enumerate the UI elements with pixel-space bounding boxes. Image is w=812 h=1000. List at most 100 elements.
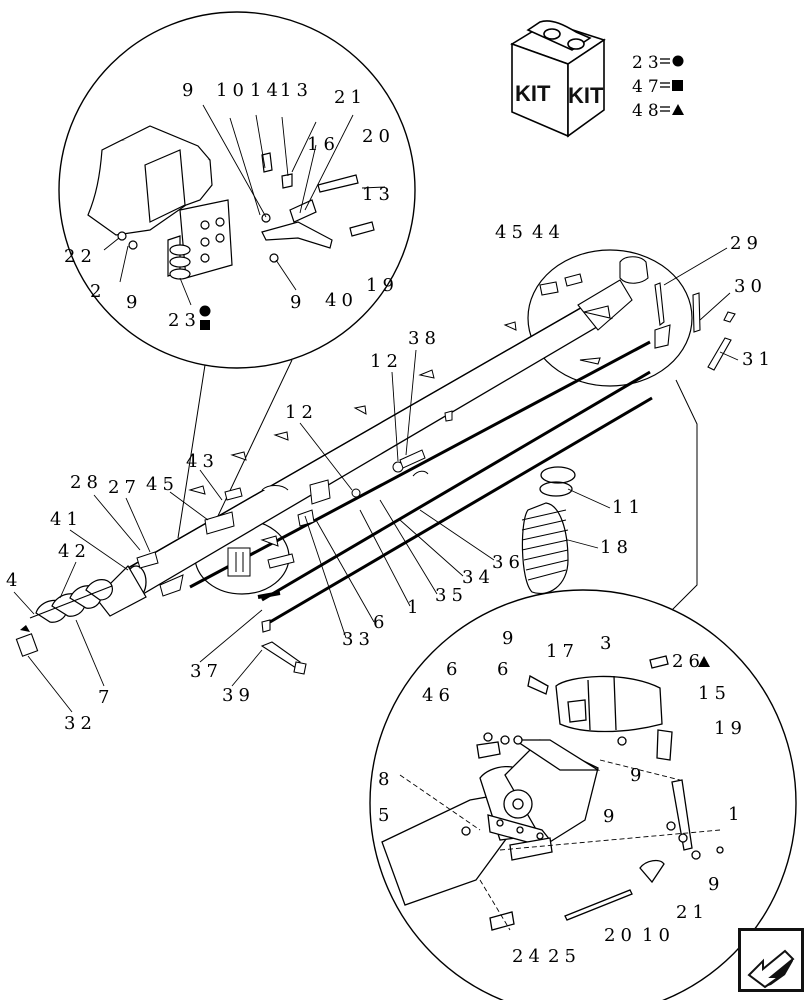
main-leaders	[13, 247, 739, 713]
callout-br-24: 24	[512, 946, 545, 967]
callout-tl-20: 20	[362, 126, 395, 147]
square-symbol	[200, 320, 210, 330]
arrow-icon	[747, 949, 795, 989]
callout-m-41: 41	[50, 509, 83, 530]
auger-end-pin	[15, 625, 39, 657]
callout-m-33: 33	[342, 629, 375, 650]
rod-end-parts	[654, 282, 736, 371]
circle-symbol	[199, 305, 211, 317]
bracket-leaders	[103, 104, 386, 306]
callout-tl-2: 2	[90, 281, 106, 302]
kit-label-left: KIT	[515, 81, 551, 106]
callout-m-1: 1	[407, 597, 423, 618]
callout-br-5: 5	[378, 805, 394, 826]
callout-m-12b: 12	[285, 402, 318, 423]
kit-label-right: KIT	[568, 83, 604, 108]
callout-br-20: 20	[604, 925, 637, 946]
callout-br-15: 15	[698, 683, 731, 704]
callout-m-37: 37	[190, 661, 223, 682]
auger-flighting	[29, 579, 113, 623]
callout-tl-9b: 9	[126, 292, 142, 313]
callout-tl-10: 10	[216, 80, 249, 101]
callout-br-8: 8	[378, 769, 394, 790]
callout-tl-13b: 13	[362, 184, 395, 205]
legend-number-3: 48	[632, 101, 664, 121]
callout-tl-14: 14	[250, 80, 283, 101]
top-left-detail-circle	[58, 11, 416, 369]
callout-tl-40: 40	[325, 290, 358, 311]
bottom-right-leader	[671, 379, 698, 611]
legend-number-2: 47	[632, 77, 664, 97]
callout-m-29: 29	[730, 233, 763, 254]
hose-part	[521, 466, 576, 594]
callout-m-39: 39	[222, 685, 255, 706]
switch-assembly-small	[227, 535, 295, 577]
callout-m-18: 18	[600, 537, 633, 558]
callout-tl-23: 23	[168, 310, 201, 331]
callout-br-26: 26	[672, 651, 705, 672]
kit-box	[510, 20, 606, 138]
next-page-button[interactable]	[738, 928, 804, 992]
callout-m-45b: 45	[146, 474, 179, 495]
callout-tl-19: 19	[366, 275, 399, 296]
callout-br-19: 19	[714, 718, 747, 739]
callout-m-11: 11	[612, 497, 645, 518]
callout-br-1: 1	[728, 804, 744, 825]
top-right-detail-circle	[527, 249, 693, 387]
callout-tl-9: 9	[182, 80, 198, 101]
callout-br-6: 6	[497, 659, 513, 680]
callout-m-38: 38	[408, 328, 441, 349]
gearbox-leaders	[399, 759, 721, 931]
callout-m-35: 35	[435, 585, 468, 606]
bracket-detail	[87, 125, 375, 280]
callout-br-17: 17	[546, 641, 579, 662]
callout-m-42: 42	[58, 541, 91, 562]
drive-rods	[189, 340, 653, 624]
lever-small	[260, 619, 307, 675]
callout-m-43: 43	[186, 451, 219, 472]
callout-br-21: 21	[676, 902, 709, 923]
legend-circle-symbol	[672, 55, 684, 67]
triangle-symbol	[698, 656, 710, 667]
callout-tl-16: 16	[307, 134, 340, 155]
top-left-leader	[177, 359, 293, 539]
legend: 23 47 48	[632, 53, 684, 121]
callout-m-12: 12	[370, 351, 403, 372]
gearbox-detail	[381, 655, 724, 931]
legend-square-symbol	[672, 80, 683, 91]
callout-m-34: 34	[462, 567, 495, 588]
callout-m-30: 30	[734, 276, 767, 297]
callout-br-10: 10	[642, 925, 675, 946]
callout-m-28: 28	[70, 472, 103, 493]
legend-triangle-symbol	[672, 104, 684, 115]
callout-br-3: 3	[600, 633, 616, 654]
callout-m-31: 31	[742, 349, 775, 370]
callout-tl-13: 13	[280, 80, 313, 101]
callout-br-9d: 9	[708, 874, 724, 895]
legend-number-1: 23	[632, 53, 664, 73]
callout-tl-21: 21	[334, 87, 367, 108]
callout-br-6b: 6	[446, 659, 462, 680]
callout-m-36: 36	[492, 552, 525, 573]
callout-tl-9c: 9	[290, 292, 306, 313]
auger-tube	[95, 297, 613, 617]
callout-m-44: 44	[532, 222, 565, 243]
motor-assembly-small	[539, 256, 649, 365]
callout-m-27: 27	[108, 477, 141, 498]
callout-tl-22: 22	[64, 246, 97, 267]
callout-m-6: 6	[373, 612, 389, 633]
callout-m-4: 4	[6, 570, 22, 591]
callout-br-9b: 9	[630, 765, 646, 786]
bottom-right-detail-circle	[369, 589, 797, 1000]
callout-m-32: 32	[64, 713, 97, 734]
callout-br-25: 25	[548, 946, 581, 967]
callout-br-9: 9	[502, 628, 518, 649]
callouts: 9 10 14 13 21 16 20 13 22 2 9 9 40 19 23…	[6, 80, 775, 967]
callout-br-9c: 9	[603, 806, 619, 827]
callout-br-46: 46	[422, 685, 455, 706]
callout-m-45: 45	[495, 222, 528, 243]
tube-hardware	[136, 321, 517, 569]
callout-m-7: 7	[98, 687, 114, 708]
